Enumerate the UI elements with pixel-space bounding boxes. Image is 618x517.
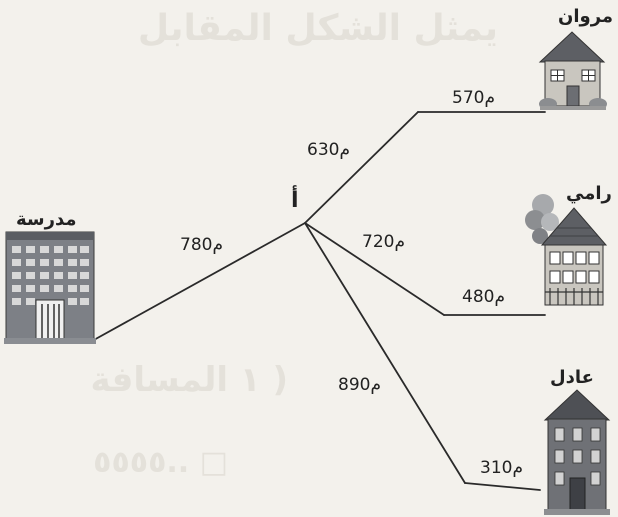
adel-label: عادل [550,367,594,388]
distance-a-to-bend-rami: 720م [362,232,405,252]
road-a-to-bend-adel [305,223,465,483]
school-building-icon [4,232,96,344]
distance-a-to-bend-adel: 890م [338,375,381,395]
junction-point-label: أ [291,188,299,213]
road-bend-to-adel [465,483,540,490]
distance-school-to-a: 780م [180,235,223,255]
school-label: مدرسة [16,209,77,230]
distance-bend-to-rami: 480م [462,287,505,307]
rami-label: رامي [566,183,612,204]
distance-a-to-bend-marwan: 630م [307,140,350,160]
rami-house-icon [525,194,606,305]
adel-house-icon [544,390,610,515]
road-a-to-bend-marwan [305,112,418,223]
distance-bend-to-adel: 310م [480,458,523,478]
marwan-house-icon [539,32,607,110]
distance-bend-to-marwan: 570م [452,88,495,108]
marwan-label: مروان [558,6,613,27]
